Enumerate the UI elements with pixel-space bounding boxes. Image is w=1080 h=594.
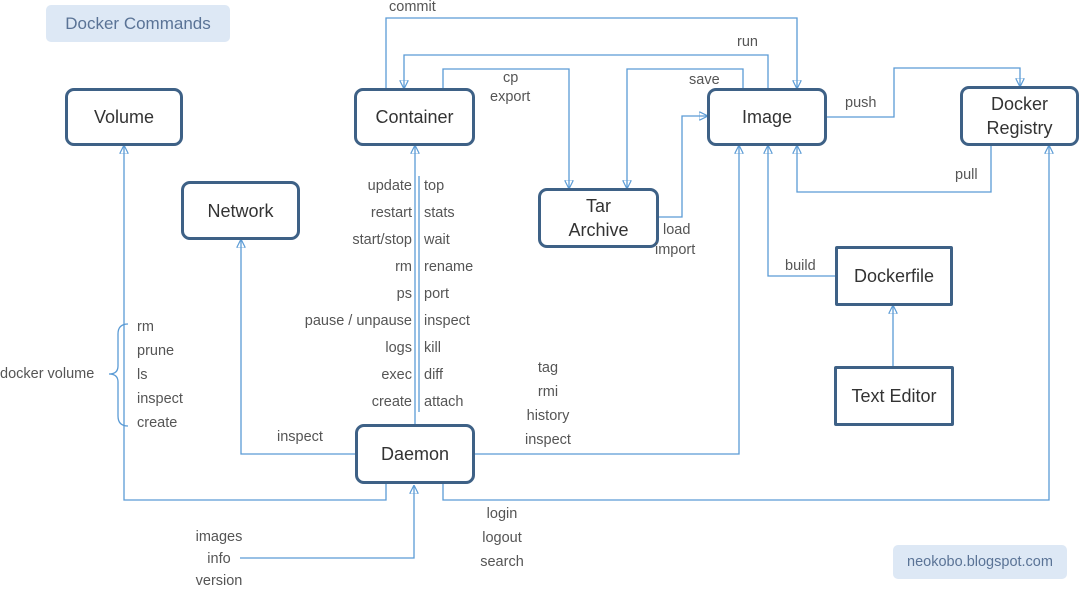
cmd-restart: restart: [370, 205, 412, 221]
volume-group-label: docker volume: [0, 366, 95, 382]
label-run: run: [737, 34, 758, 50]
volume-cmd-ls: ls: [137, 367, 148, 383]
cmd-kill: kill: [424, 340, 441, 356]
node-text-editor: Text Editor: [834, 366, 954, 426]
registry-cmd-logout: logout: [482, 530, 522, 546]
cmd-rename: rename: [424, 259, 474, 275]
node-network: Network: [181, 181, 300, 240]
label-pull: pull: [955, 167, 978, 183]
node-dockerfile: Dockerfile: [835, 246, 953, 306]
edge-cp-export: [442, 68, 569, 188]
cmd-attach: attach: [424, 394, 464, 410]
daemon-cmd-info: info: [207, 551, 231, 567]
edge-commit: [385, 17, 797, 90]
edge-build: [768, 146, 835, 277]
cmd-pause-unpause: pause / unpause: [304, 313, 412, 329]
image-cmd-rmi: rmi: [537, 384, 559, 400]
label-commit: commit: [389, 0, 436, 15]
node-container: Container: [354, 88, 475, 146]
cmd-logs: logs: [385, 340, 412, 356]
footer-credit: neokobo.blogspot.com: [893, 545, 1067, 579]
registry-cmd-search: search: [480, 554, 524, 570]
label-push: push: [845, 95, 877, 111]
daemon-cmd-version: version: [195, 573, 243, 589]
cmd-rm: rm: [395, 259, 412, 275]
edge-inspect-network: [241, 240, 355, 455]
volume-brace: [108, 323, 129, 427]
cmd-update: update: [367, 178, 412, 194]
edge-run: [404, 54, 769, 90]
cmd-diff: diff: [424, 367, 444, 383]
volume-cmd-prune: prune: [137, 343, 175, 359]
container-cmd-right: top stats wait rename port inspect kill …: [424, 177, 473, 420]
cmd-wait: wait: [424, 232, 450, 248]
volume-cmd-list: rm prune ls inspect create: [137, 318, 183, 438]
cmd-start-stop: start/stop: [352, 232, 412, 248]
cmd-port: port: [424, 286, 449, 302]
node-image: Image: [707, 88, 827, 146]
registry-cmd-login: login: [486, 506, 518, 522]
cmd-inspect: inspect: [424, 313, 470, 329]
label-build: build: [785, 258, 816, 274]
daemon-cmd-list: images info version: [184, 528, 254, 594]
edge-daemon-registry: [442, 146, 1049, 501]
edge-info-daemon: [240, 486, 414, 559]
label-load: load: [663, 222, 691, 238]
edge-pull: [797, 145, 992, 193]
node-docker-registry: Docker Registry: [960, 86, 1079, 146]
node-tar-archive: Tar Archive: [538, 188, 659, 248]
edge-daemon-image: [475, 146, 739, 455]
image-cmd-history: history: [526, 408, 570, 424]
daemon-cmd-images: images: [195, 529, 243, 545]
node-volume: Volume: [65, 88, 183, 146]
container-cmd-left: update restart start/stop rm ps pause / …: [290, 177, 412, 420]
volume-cmd-inspect: inspect: [137, 391, 183, 407]
label-export: export: [490, 89, 531, 105]
volume-cmd-create: create: [137, 415, 178, 431]
image-cmd-inspect: inspect: [525, 432, 571, 448]
edge-save: [627, 68, 744, 188]
diagram-title: Docker Commands: [46, 5, 230, 42]
cmd-stats: stats: [424, 205, 455, 221]
image-cmd-list: tag rmi history inspect: [498, 359, 598, 455]
label-inspect-network: inspect: [277, 429, 323, 445]
edge-load-import: [658, 116, 707, 218]
edge-push: [826, 67, 1020, 118]
cmd-exec: exec: [381, 367, 412, 383]
label-save: save: [689, 72, 720, 88]
edge-daemon-volume: [124, 146, 387, 501]
image-cmd-tag: tag: [537, 360, 559, 376]
registry-cmd-list: login logout search: [466, 505, 538, 577]
label-import: import: [655, 242, 696, 258]
cmd-top: top: [424, 178, 445, 194]
cmd-ps: ps: [396, 286, 412, 302]
volume-cmd-rm: rm: [137, 319, 154, 335]
node-daemon: Daemon: [355, 424, 475, 484]
label-cp: cp: [503, 70, 519, 86]
cmd-create: create: [371, 394, 412, 410]
